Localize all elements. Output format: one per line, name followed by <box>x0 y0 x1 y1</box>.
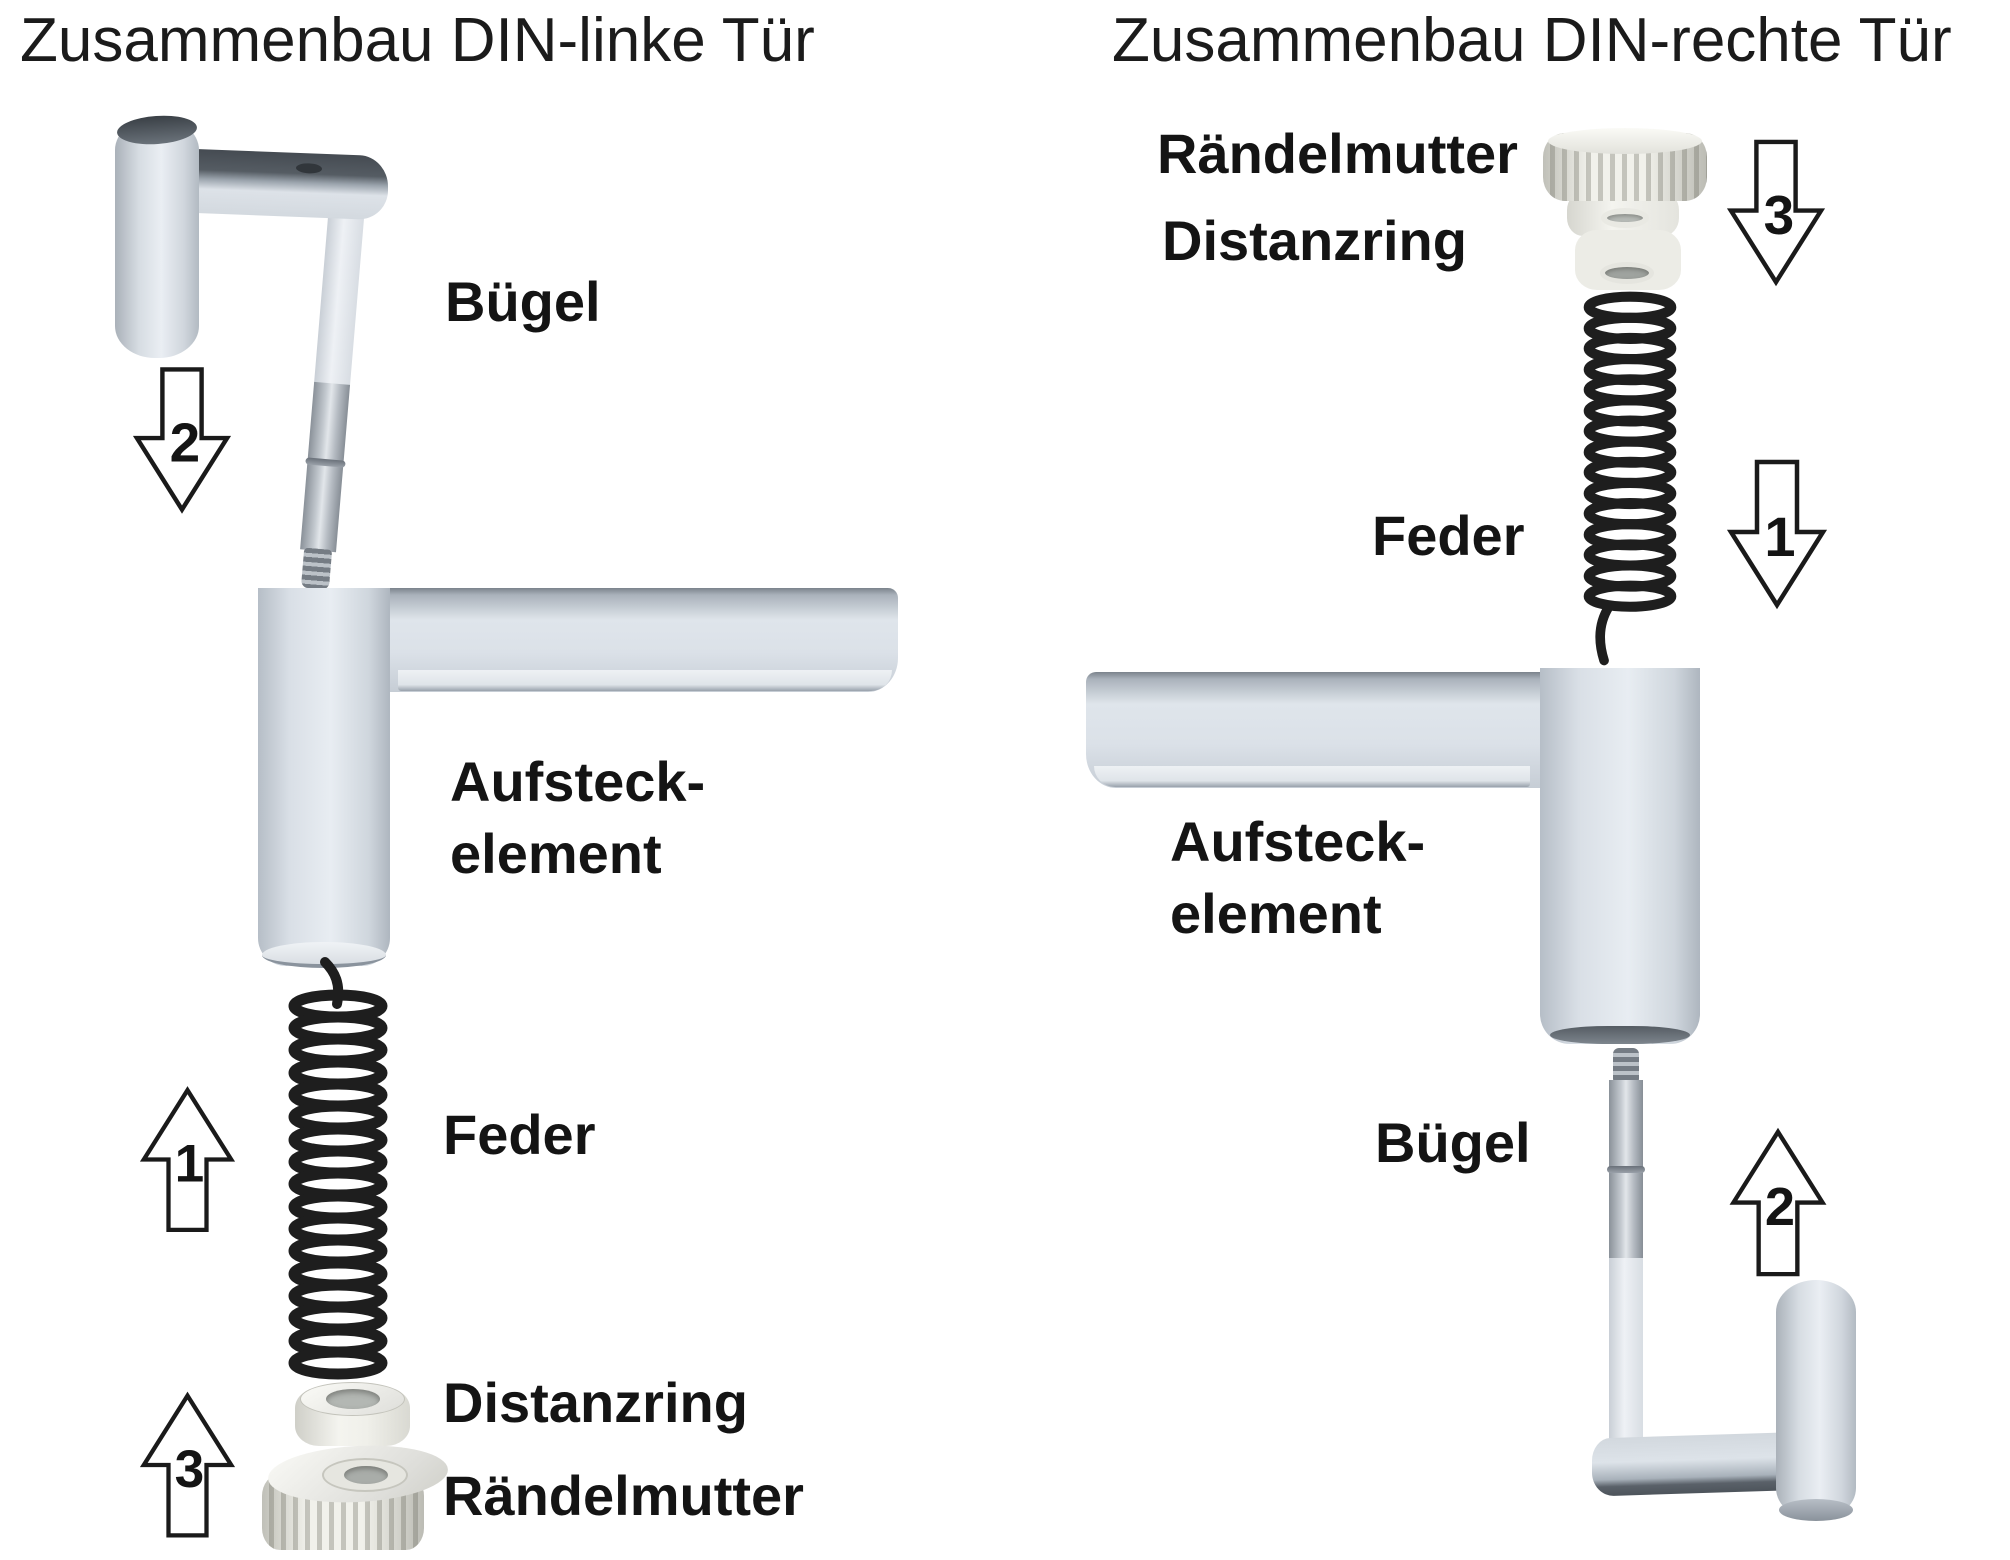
left-step3-number: 3 <box>175 1440 205 1499</box>
right-feder-label: Feder <box>1372 504 1525 567</box>
right-title: Zusammenbau DIN-rechte Tür <box>1112 6 1952 75</box>
left-distanzring-label: Distanzring <box>443 1371 748 1434</box>
right-raendelmutter-label: Rändelmutter <box>1157 122 1518 185</box>
right-buegel-label: Bügel <box>1375 1111 1531 1174</box>
right-aufsteck-leg <box>1540 668 1700 1044</box>
left-step1-arrow-up-icon: 1 <box>139 1086 236 1232</box>
right-step2-number: 2 <box>1765 1177 1795 1237</box>
left-aufsteck-label-line2: element <box>450 822 662 885</box>
left-buegel-arm <box>170 148 388 221</box>
ring-hole-icon <box>326 1389 380 1409</box>
right-step1-arrow-down-icon: 1 <box>1726 459 1828 610</box>
left-title: Zusammenbau DIN-linke Tür <box>20 6 815 75</box>
right-buegel-cylinder <box>1776 1280 1856 1521</box>
left-buegel-cylinder <box>115 113 199 358</box>
right-aufsteck-label-line1: Aufsteck- <box>1170 810 1426 873</box>
left-step1-number: 1 <box>175 1134 205 1193</box>
left-buegel-pin <box>297 192 366 592</box>
left-step3-arrow-up-icon: 3 <box>139 1391 236 1538</box>
right-step3-arrow-down-icon: 3 <box>1726 139 1826 287</box>
screw-hole-icon <box>296 162 322 174</box>
right-step3-number: 3 <box>1764 184 1795 246</box>
nut-hole-icon <box>1601 208 1649 228</box>
right-aufsteck-label-line2: element <box>1170 882 1382 945</box>
left-feder-image <box>288 957 388 1380</box>
left-raendelmutter-label: Rändelmutter <box>443 1464 804 1527</box>
left-buegel-label: Bügel <box>445 270 601 333</box>
left-feder-label: Feder <box>443 1103 596 1166</box>
left-step2-number: 2 <box>170 412 201 474</box>
right-step1-number: 1 <box>1764 505 1795 568</box>
right-buegel-pin <box>1607 1048 1645 1448</box>
left-step2-arrow-down-icon: 2 <box>132 367 232 514</box>
left-aufsteck-label-line1: Aufsteck- <box>450 750 706 813</box>
right-distanzring-label: Distanzring <box>1162 209 1467 272</box>
left-aufsteck-leg <box>258 588 390 968</box>
right-step2-arrow-up-icon: 2 <box>1729 1127 1827 1277</box>
right-feder-image <box>1583 291 1677 666</box>
ring-hole-icon <box>1600 262 1654 284</box>
right-buegel-arm <box>1592 1432 1800 1497</box>
nut-hole-icon <box>344 1466 388 1484</box>
